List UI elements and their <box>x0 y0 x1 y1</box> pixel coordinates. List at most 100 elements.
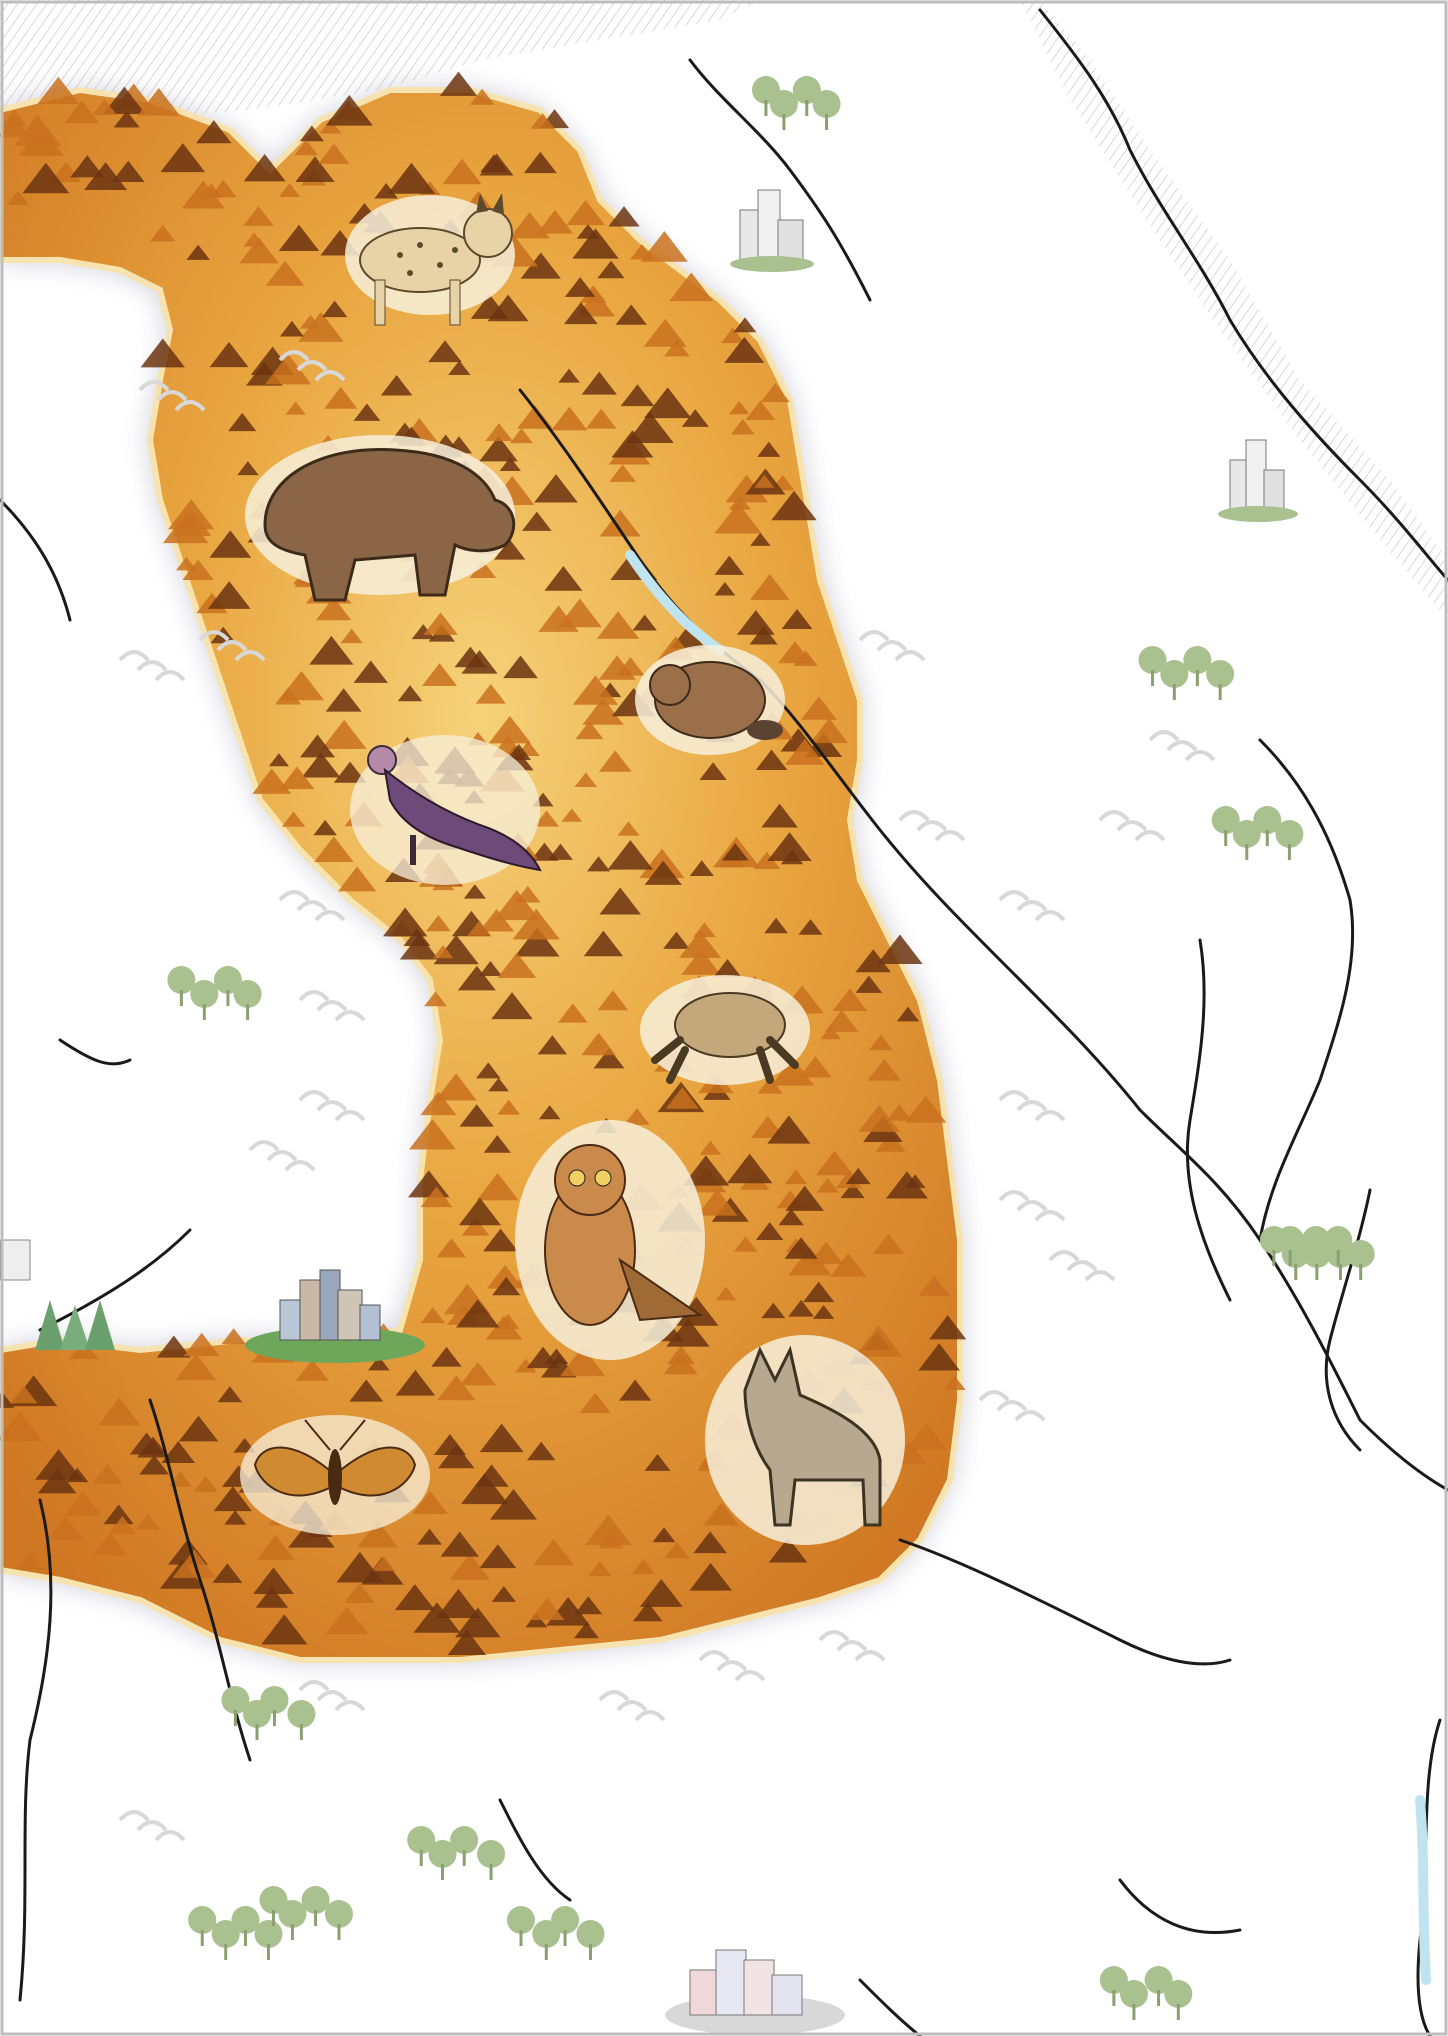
tree-icon <box>812 90 841 118</box>
peak-mark <box>585 408 617 429</box>
pine-trees <box>35 1300 115 1350</box>
peak-mark <box>98 1397 141 1426</box>
hill-mark <box>1016 1200 1048 1212</box>
tree-icon <box>551 1906 580 1934</box>
peak-mark <box>467 920 492 936</box>
peak-mark <box>186 244 210 260</box>
peak-mark <box>720 327 745 344</box>
peak-mark <box>755 1222 784 1241</box>
hill-mark <box>1066 1260 1098 1272</box>
peak-mark <box>0 116 30 138</box>
peak-mark <box>420 1307 446 1324</box>
peak-mark <box>35 1449 83 1480</box>
hill-mark <box>156 390 188 402</box>
peak-mark <box>784 1169 808 1185</box>
peak-mark <box>175 556 197 571</box>
peak-mark <box>411 624 435 640</box>
peak-mark <box>479 436 518 462</box>
peak-mark <box>278 183 301 197</box>
town-icon <box>730 189 814 272</box>
bear-icon <box>245 435 516 602</box>
peak-mark <box>374 183 399 199</box>
hill-mark <box>154 1830 186 1842</box>
peak-mark <box>349 1379 384 1402</box>
hill-mark <box>978 1390 1010 1402</box>
peak-mark <box>607 840 654 870</box>
river-central <box>518 388 1142 1112</box>
peak-mark <box>140 338 185 368</box>
peak-mark <box>725 474 769 503</box>
peak-mark <box>436 1588 481 1618</box>
owl-icon <box>515 1120 705 1360</box>
peak-mark <box>624 1108 650 1125</box>
tree-icon <box>221 1686 250 1714</box>
peak-mark <box>425 915 451 932</box>
peak-mark <box>488 1077 510 1092</box>
peak-mark <box>92 1532 128 1556</box>
peak-mark <box>529 1597 565 1620</box>
peak-mark <box>413 1602 461 1633</box>
peak-mark <box>560 1346 606 1377</box>
peak-mark <box>682 1155 730 1186</box>
hill-mark <box>314 370 346 382</box>
peak-mark <box>487 294 529 322</box>
peak-mark <box>800 696 837 720</box>
peak-mark <box>824 1009 859 1032</box>
tree-icon <box>188 1906 217 1934</box>
hill-mark <box>334 1700 366 1712</box>
hills <box>118 350 1216 1842</box>
peak-mark <box>382 907 428 937</box>
peak-mark <box>301 752 341 778</box>
peak-mark <box>497 952 537 979</box>
peak-mark <box>368 1356 390 1371</box>
river-south-2 <box>498 1798 572 1902</box>
peak-mark <box>22 162 70 194</box>
peak-mark <box>84 162 128 190</box>
hill-mark <box>314 910 346 922</box>
peak-mark <box>566 199 605 226</box>
river-tributary-3 <box>1324 1188 1372 1452</box>
peak-mark <box>279 320 304 337</box>
hill-mark <box>1034 910 1066 922</box>
hill-mark <box>894 650 926 662</box>
hill-mark <box>598 1690 630 1702</box>
peak-mark <box>689 860 714 876</box>
hill-mark <box>248 1140 280 1152</box>
peak-mark <box>778 1208 804 1226</box>
river-central-water <box>625 550 725 655</box>
peak-mark <box>439 71 478 96</box>
peak-mark <box>608 206 640 227</box>
peak-mark <box>212 1563 243 1583</box>
peak-mark <box>855 975 883 993</box>
peak-mark <box>442 158 482 185</box>
peak-mark <box>456 1299 500 1328</box>
hill-mark <box>698 1650 730 1662</box>
peak-mark <box>598 750 632 772</box>
peak-mark <box>525 1613 548 1628</box>
peak-mark <box>558 368 580 383</box>
peak-mark <box>767 832 812 862</box>
peak-mark <box>644 860 682 885</box>
hill-mark <box>934 830 966 842</box>
peak-mark <box>207 581 251 609</box>
peak-mark <box>663 931 690 949</box>
peak-mark <box>37 76 80 105</box>
peak-mark <box>596 611 640 639</box>
peak-mark <box>626 412 674 443</box>
town-icon <box>1218 439 1298 522</box>
peak-mark <box>432 944 454 959</box>
river-west-small <box>0 498 72 622</box>
toad-icon <box>640 975 810 1085</box>
peak-mark <box>213 1486 252 1512</box>
beaver-icon <box>635 645 785 755</box>
peak-mark <box>239 237 279 264</box>
peak-mark <box>448 360 471 376</box>
tree-icon <box>769 90 798 118</box>
peak-mark <box>736 610 775 635</box>
tree-icon <box>792 76 821 104</box>
peak-mark <box>512 908 560 940</box>
peak-mark <box>476 1173 519 1201</box>
peak-mark <box>353 660 388 683</box>
peak-mark <box>509 212 551 239</box>
moth-icon <box>240 1415 430 1535</box>
